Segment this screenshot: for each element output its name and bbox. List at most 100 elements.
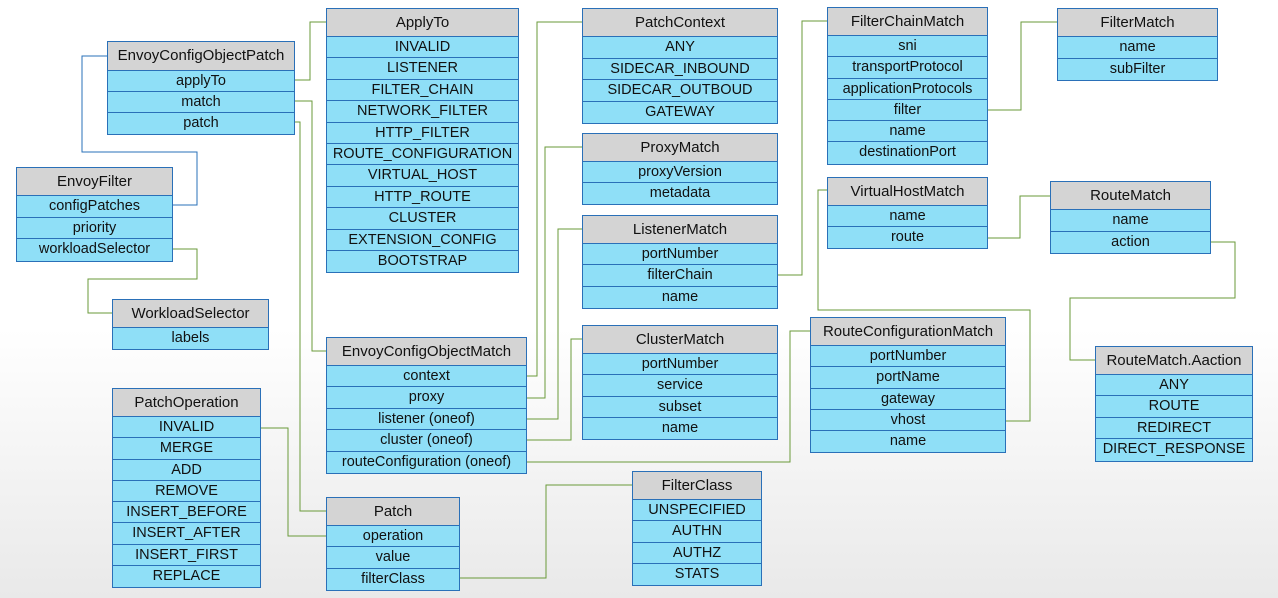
patch-row: operation [327, 526, 459, 548]
connector-match [295, 100, 326, 352]
workload-selector-title: WorkloadSelector [113, 300, 268, 328]
envoy-filter-row: configPatches [17, 196, 172, 218]
route-match-action-row: ROUTE [1096, 396, 1252, 418]
cluster-match-title: ClusterMatch [583, 326, 777, 354]
proxy-match-row: proxyVersion [583, 162, 777, 183]
apply-to-row: ROUTE_CONFIGURATION [327, 144, 518, 166]
route-configuration-match-title: RouteConfigurationMatch [811, 318, 1005, 346]
connector-action [1069, 241, 1236, 361]
patch-operation-row: REMOVE [113, 481, 260, 503]
connector-filterclass [460, 484, 632, 579]
patch-operation-row: INSERT_BEFORE [113, 502, 260, 524]
connector-filterchain [778, 20, 827, 276]
workload-selector-box: WorkloadSelector labels [112, 299, 269, 350]
patch-context-row: ANY [583, 37, 777, 59]
filter-class-row: UNSPECIFIED [633, 500, 761, 522]
patch-context-title: PatchContext [583, 9, 777, 37]
filter-class-title: FilterClass [633, 472, 761, 500]
virtual-host-match-title: VirtualHostMatch [828, 178, 987, 206]
connector-applyto [295, 21, 326, 81]
route-match-action-row: ANY [1096, 375, 1252, 397]
filter-match-row: name [1058, 37, 1217, 59]
route-configuration-match-row: portName [811, 367, 1005, 389]
filter-class-row: STATS [674, 565, 720, 582]
cluster-match-row: service [583, 375, 777, 397]
route-configuration-match-row: vhost [811, 410, 1005, 432]
patch-operation-title: PatchOperation [113, 389, 260, 417]
connector-route [988, 195, 1050, 239]
workload-selector-row: labels [171, 330, 210, 346]
connector-operation [261, 427, 326, 537]
patch-row: value [327, 547, 459, 569]
route-match-title: RouteMatch [1051, 182, 1210, 210]
connector-context [527, 21, 582, 377]
apply-to-row: INVALID [327, 37, 518, 59]
filter-chain-match-row: transportProtocol [828, 57, 987, 79]
patch-operation-row: ADD [113, 460, 260, 481]
envoy-config-object-match-row: context [327, 366, 526, 388]
envoy-config-object-match-row: listener (oneof) [327, 409, 526, 431]
apply-to-row: HTTP_FILTER [327, 123, 518, 144]
envoy-filter-title: EnvoyFilter [17, 168, 172, 196]
patch-row: filterClass [361, 570, 425, 587]
patch-operation-row: INSERT_FIRST [113, 545, 260, 567]
patch-operation-row: REPLACE [152, 568, 221, 585]
connector-filter [988, 21, 1057, 111]
apply-to-row: HTTP_ROUTE [327, 187, 518, 209]
patch-context-row: SIDECAR_INBOUND [583, 59, 777, 80]
apply-to-row: VIRTUAL_HOST [327, 165, 518, 187]
filter-match-title: FilterMatch [1058, 9, 1217, 37]
cluster-match-row: subset [583, 397, 777, 418]
virtual-host-match-row: name [828, 206, 987, 227]
filter-chain-match-row: filter [828, 100, 987, 122]
envoy-config-object-patch-row: applyTo [108, 71, 294, 92]
connector-cluster [527, 338, 582, 441]
filter-chain-match-row: name [828, 121, 987, 143]
connector-listener [527, 228, 582, 420]
patch-context-row: GATEWAY [645, 103, 715, 120]
envoy-config-object-match-title: EnvoyConfigObjectMatch [327, 338, 526, 366]
listener-match-title: ListenerMatch [583, 216, 777, 244]
envoy-config-object-patch-row: patch [183, 115, 219, 131]
listener-match-row: name [661, 288, 699, 305]
apply-to-row: BOOTSTRAP [377, 252, 468, 269]
route-match-action-row: DIRECT_RESPONSE [1102, 441, 1246, 458]
apply-to-row: EXTENSION_CONFIG [327, 230, 518, 251]
proxy-match-row: metadata [649, 185, 711, 201]
envoy-filter-row: workloadSelector [38, 241, 151, 257]
patch-operation-row: INVALID [113, 417, 260, 439]
filter-class-row: AUTHN [633, 521, 761, 543]
listener-match-row: filterChain [583, 265, 777, 287]
route-match-action-row: REDIRECT [1096, 418, 1252, 440]
apply-to-row: NETWORK_FILTER [327, 101, 518, 123]
virtual-host-match-row: route [890, 229, 925, 245]
route-configuration-match-row: gateway [811, 389, 1005, 410]
route-match-row: name [1051, 210, 1210, 232]
apply-to-row: FILTER_CHAIN [327, 80, 518, 102]
filter-chain-match-row: destinationPort [859, 144, 956, 161]
patch-context-row: SIDECAR_OUTBOUD [583, 80, 777, 102]
envoy-filter-row: priority [17, 218, 172, 239]
cluster-match-row: portNumber [583, 354, 777, 376]
cluster-match-row: name [661, 419, 699, 436]
filter-chain-match-title: FilterChainMatch [828, 8, 987, 36]
patch-title: Patch [327, 498, 459, 526]
route-match-row: action [1111, 233, 1150, 250]
envoy-config-object-patch-row: match [108, 92, 294, 113]
filter-chain-match-row: applicationProtocols [828, 79, 987, 100]
filter-match-row: subFilter [1109, 60, 1166, 77]
